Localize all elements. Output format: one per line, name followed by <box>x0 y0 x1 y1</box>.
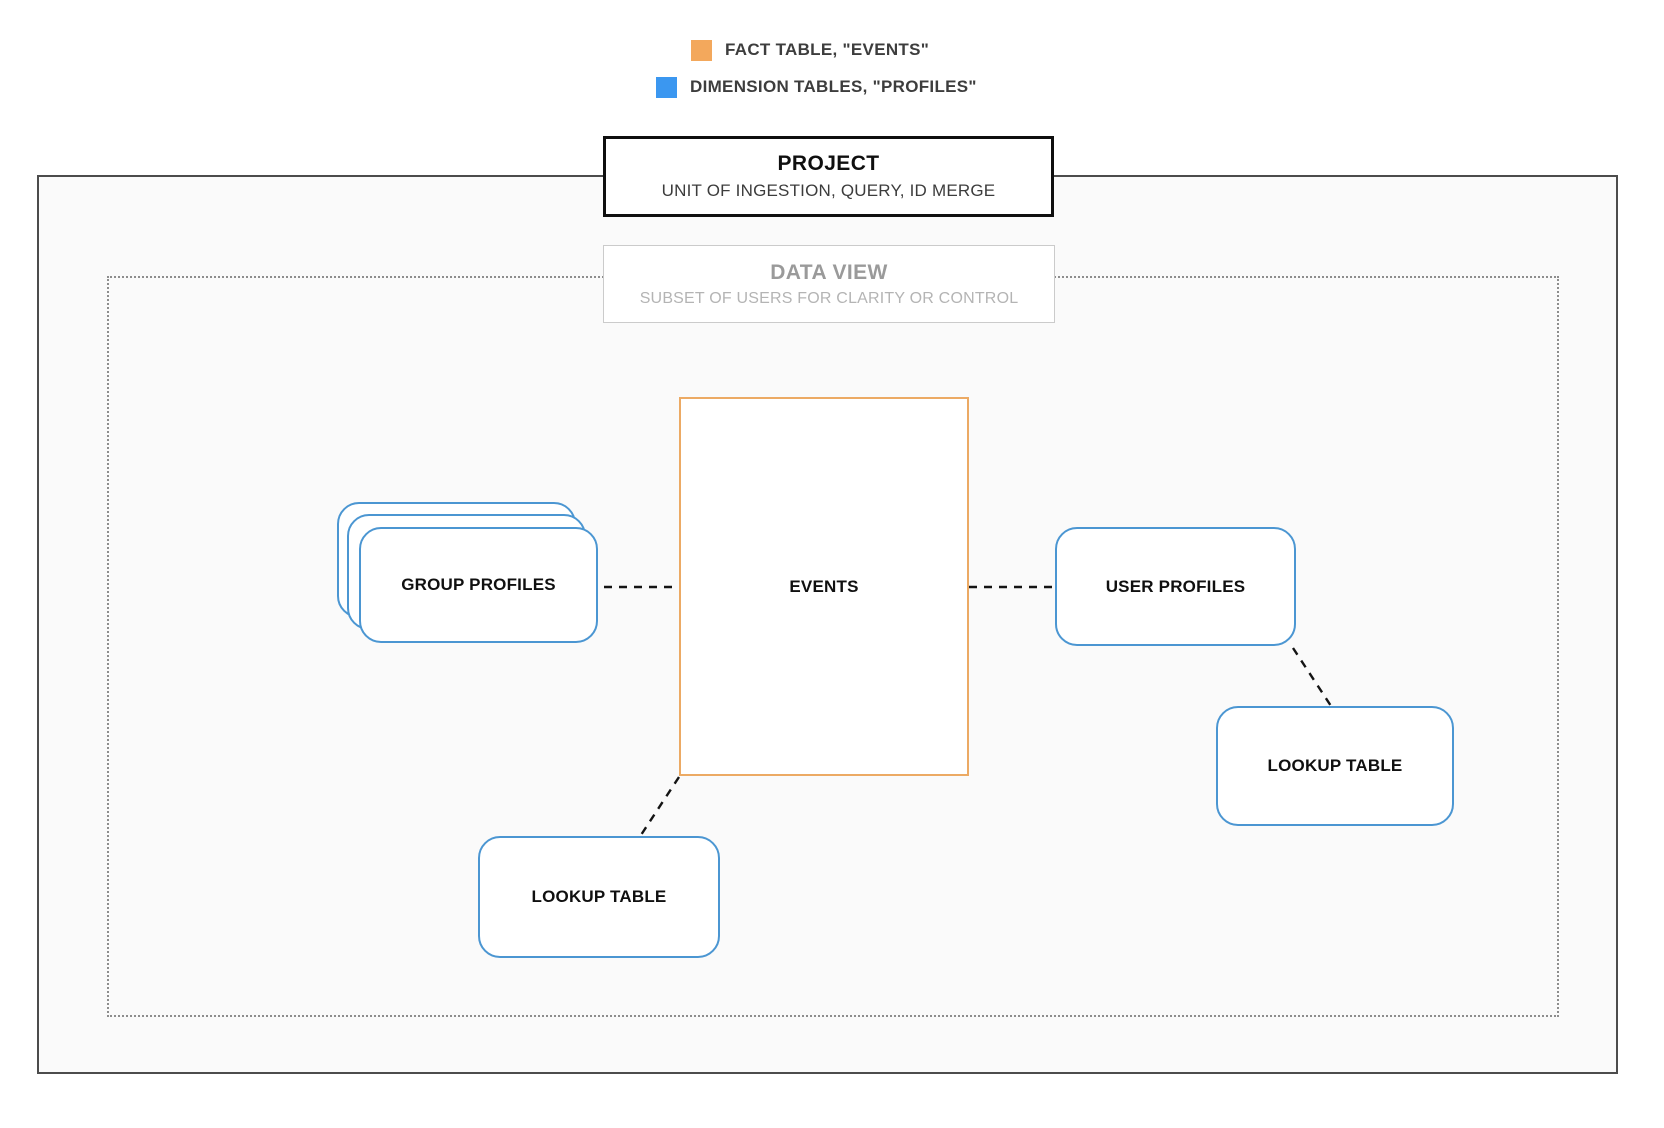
legend-label-dimension: DIMENSION TABLES, "PROFILES" <box>690 77 977 96</box>
legend-label-fact: FACT TABLE, "EVENTS" <box>725 40 930 59</box>
node-user-profiles-label: USER PROFILES <box>1105 576 1246 596</box>
node-user-profiles: USER PROFILES <box>1055 527 1296 646</box>
node-events: EVENTS <box>679 397 969 776</box>
node-lookup-table-right-label: LOOKUP TABLE <box>1267 756 1403 775</box>
node-group-profiles-label: GROUP PROFILES <box>401 575 556 594</box>
node-group-profiles: GROUP PROFILES <box>359 527 598 643</box>
fact-swatch-icon <box>691 39 712 61</box>
project-label-box: PROJECT UNIT OF INGESTION, QUERY, ID MER… <box>603 136 1054 217</box>
node-lookup-table-bottom-label: LOOKUP TABLE <box>531 887 667 906</box>
data-view-subtitle: SUBSET OF USERS FOR CLARITY OR CONTROL <box>639 289 1019 307</box>
dimension-swatch-icon <box>656 76 677 98</box>
data-view-label-box: DATA VIEW SUBSET OF USERS FOR CLARITY OR… <box>603 245 1055 323</box>
legend-item-fact: FACT TABLE, "EVENTS" <box>691 39 929 61</box>
node-lookup-table-right: LOOKUP TABLE <box>1216 706 1454 826</box>
legend-item-dimension: DIMENSION TABLES, "PROFILES" <box>656 76 977 98</box>
project-subtitle: UNIT OF INGESTION, QUERY, ID MERGE <box>661 181 996 200</box>
data-view-title: DATA VIEW <box>770 260 888 284</box>
node-events-label: EVENTS <box>789 576 859 596</box>
project-title: PROJECT <box>777 152 880 175</box>
node-lookup-table-bottom: LOOKUP TABLE <box>478 836 720 958</box>
